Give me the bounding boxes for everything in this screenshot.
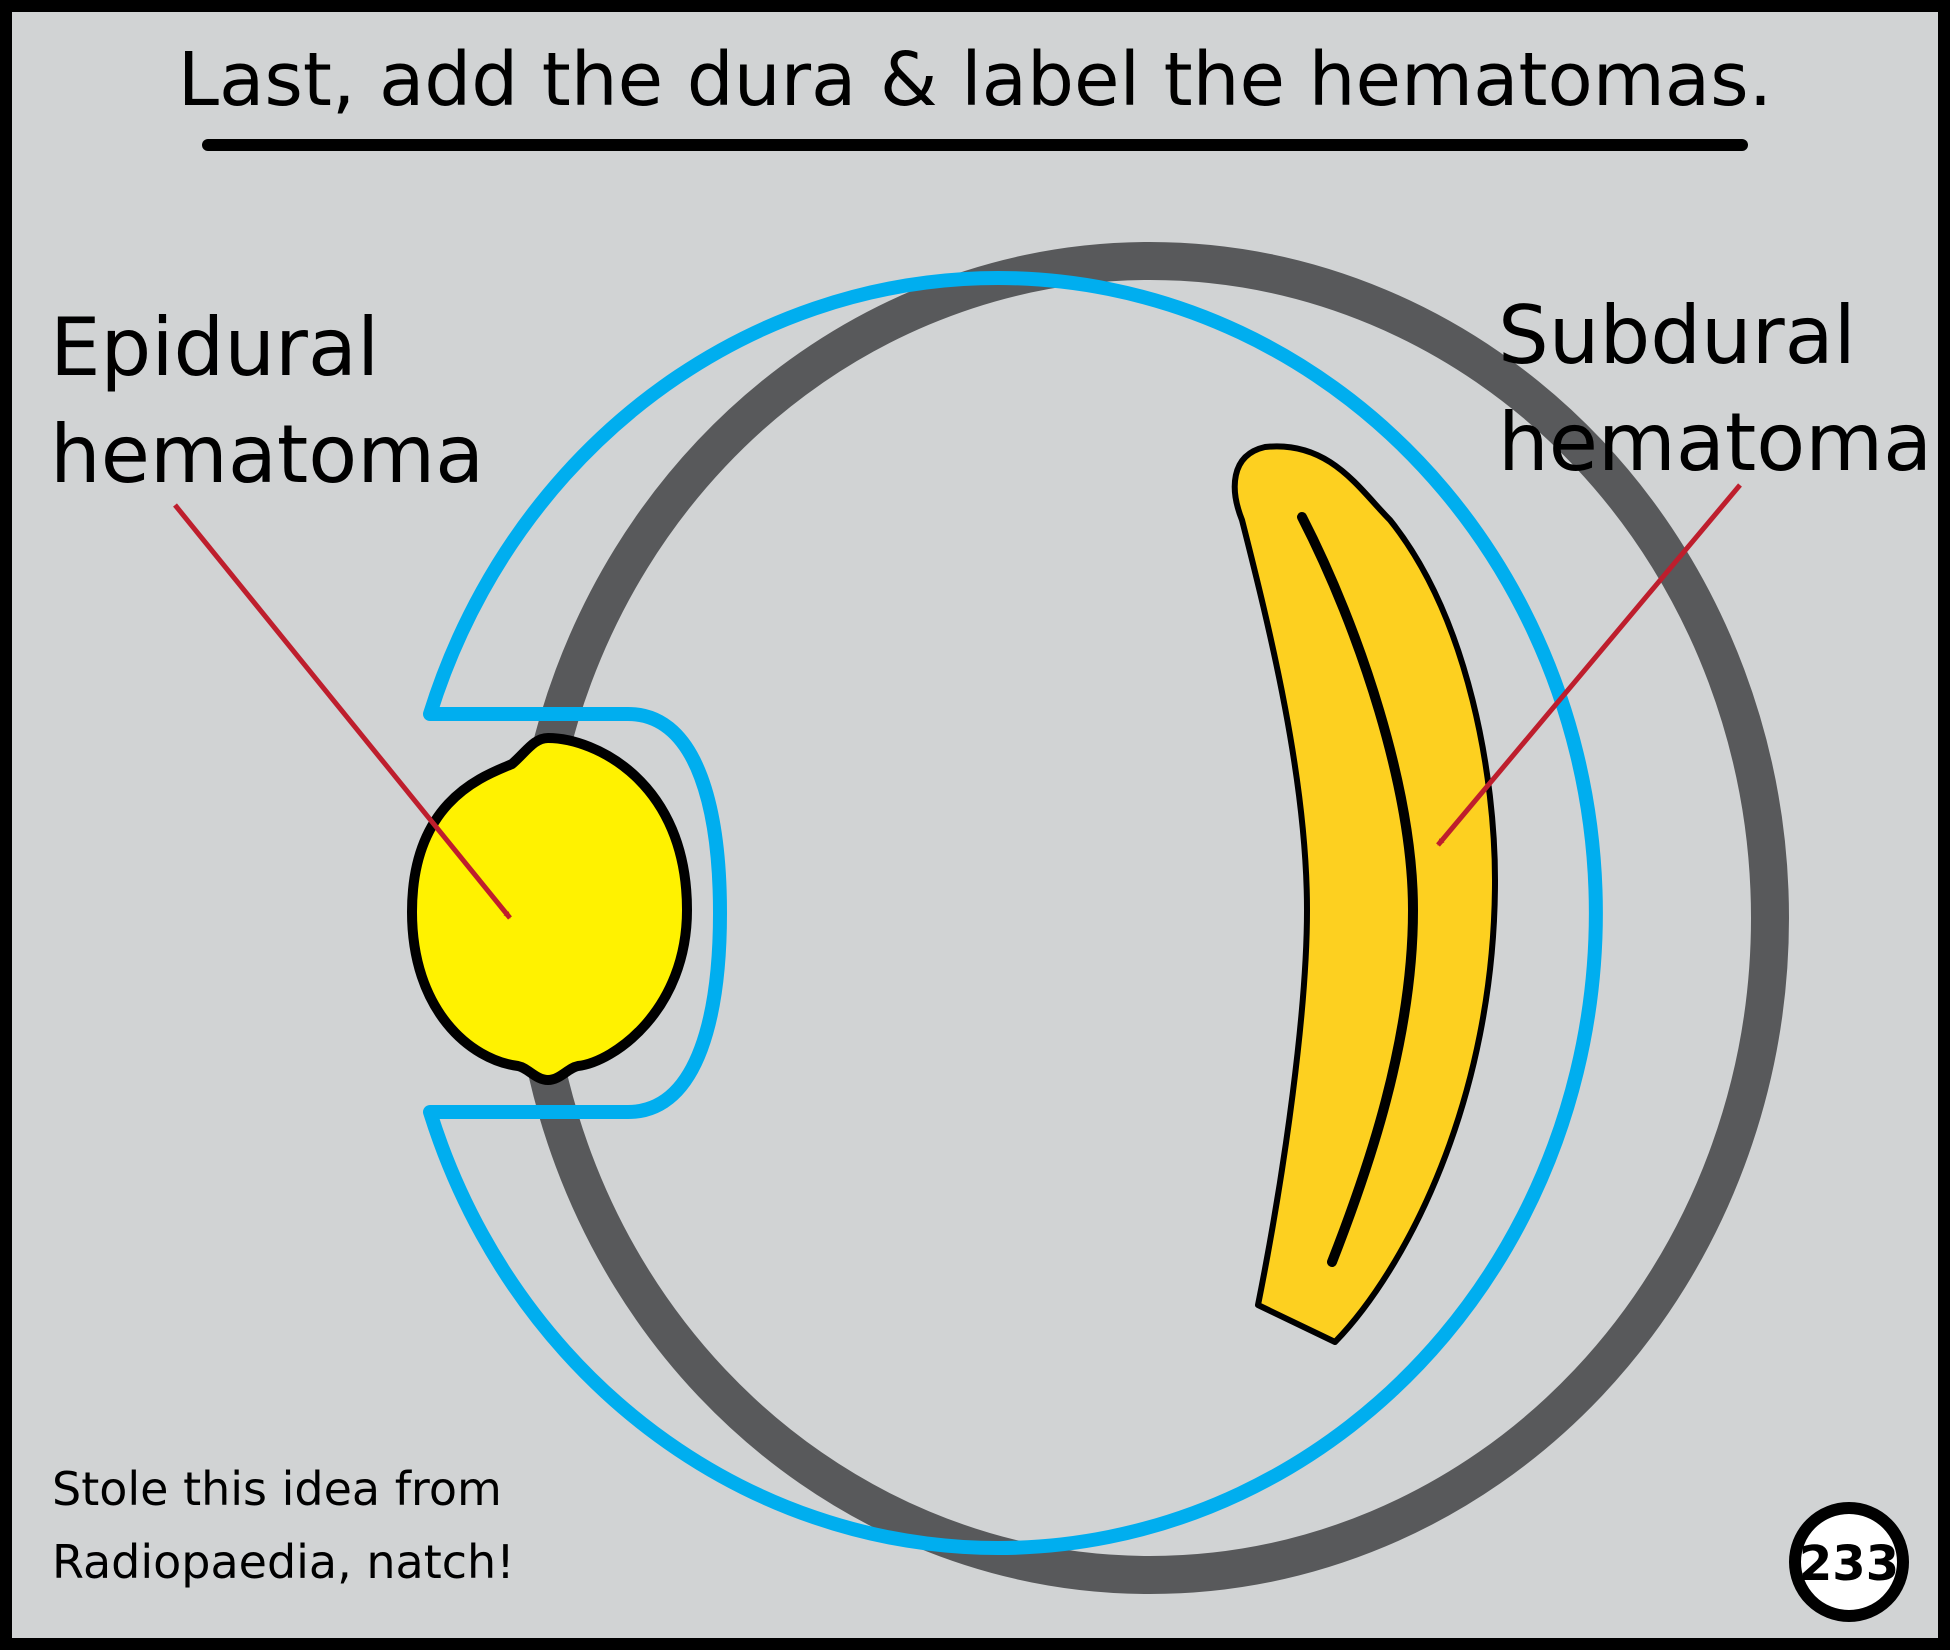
banana-subdural-hematoma	[1231, 443, 1498, 1345]
credit-line-1: Stole this idea from	[52, 1462, 502, 1516]
banana-center-line	[1297, 512, 1419, 1267]
subdural-arrow	[1436, 483, 1742, 847]
epidural-arrow	[173, 503, 512, 920]
page-number-badge	[1789, 1502, 1909, 1622]
epidural-label-line-2: hematoma	[50, 408, 484, 501]
page-number: 233	[1799, 1536, 1899, 1592]
page-title: Last, add the dura & label the hematomas…	[178, 37, 1772, 123]
subdural-label-line-1: Subdural	[1498, 289, 1856, 382]
credit-line-2: Radiopaedia, natch!	[52, 1535, 515, 1589]
epidural-label-line-1: Epidural	[50, 301, 379, 394]
lemon-epidural-hematoma	[407, 733, 692, 1085]
dura-line	[423, 271, 1603, 1555]
subdural-label-line-2: hematoma	[1498, 396, 1932, 489]
